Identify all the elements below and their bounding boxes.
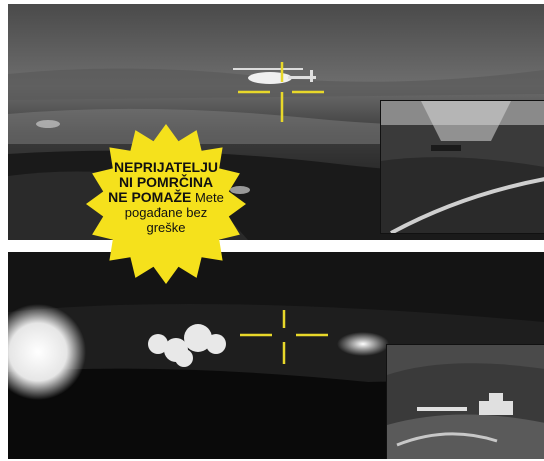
top-inset-image (380, 100, 544, 234)
headline-line-3: NE POMAŽE (108, 189, 192, 205)
bottom-inset-image (386, 344, 544, 459)
headline-line-1: NEPRIJATELJU (114, 159, 218, 175)
headline-line-2: NI POMRČINA (118, 174, 214, 190)
targeting-reticle-bottom (240, 310, 328, 364)
caption-part-1: Mete (194, 190, 224, 205)
bottom-night-image (8, 252, 544, 459)
explosion-cloud (148, 324, 226, 367)
badge-text: NEPRIJATELJU NI POMRČINA NE POMAŽE Mete … (98, 159, 234, 236)
targeting-reticle-top (238, 62, 324, 122)
headline-line-3-row: NE POMAŽE Mete (98, 189, 234, 206)
caption-part-2: pogađane bez (124, 205, 208, 220)
starburst-shape (86, 124, 246, 284)
vehicle-target (417, 393, 513, 415)
headline-badge: NEPRIJATELJU NI POMRČINA NE POMAŽE Mete … (84, 122, 248, 286)
caption-part-3: greške (146, 220, 186, 235)
